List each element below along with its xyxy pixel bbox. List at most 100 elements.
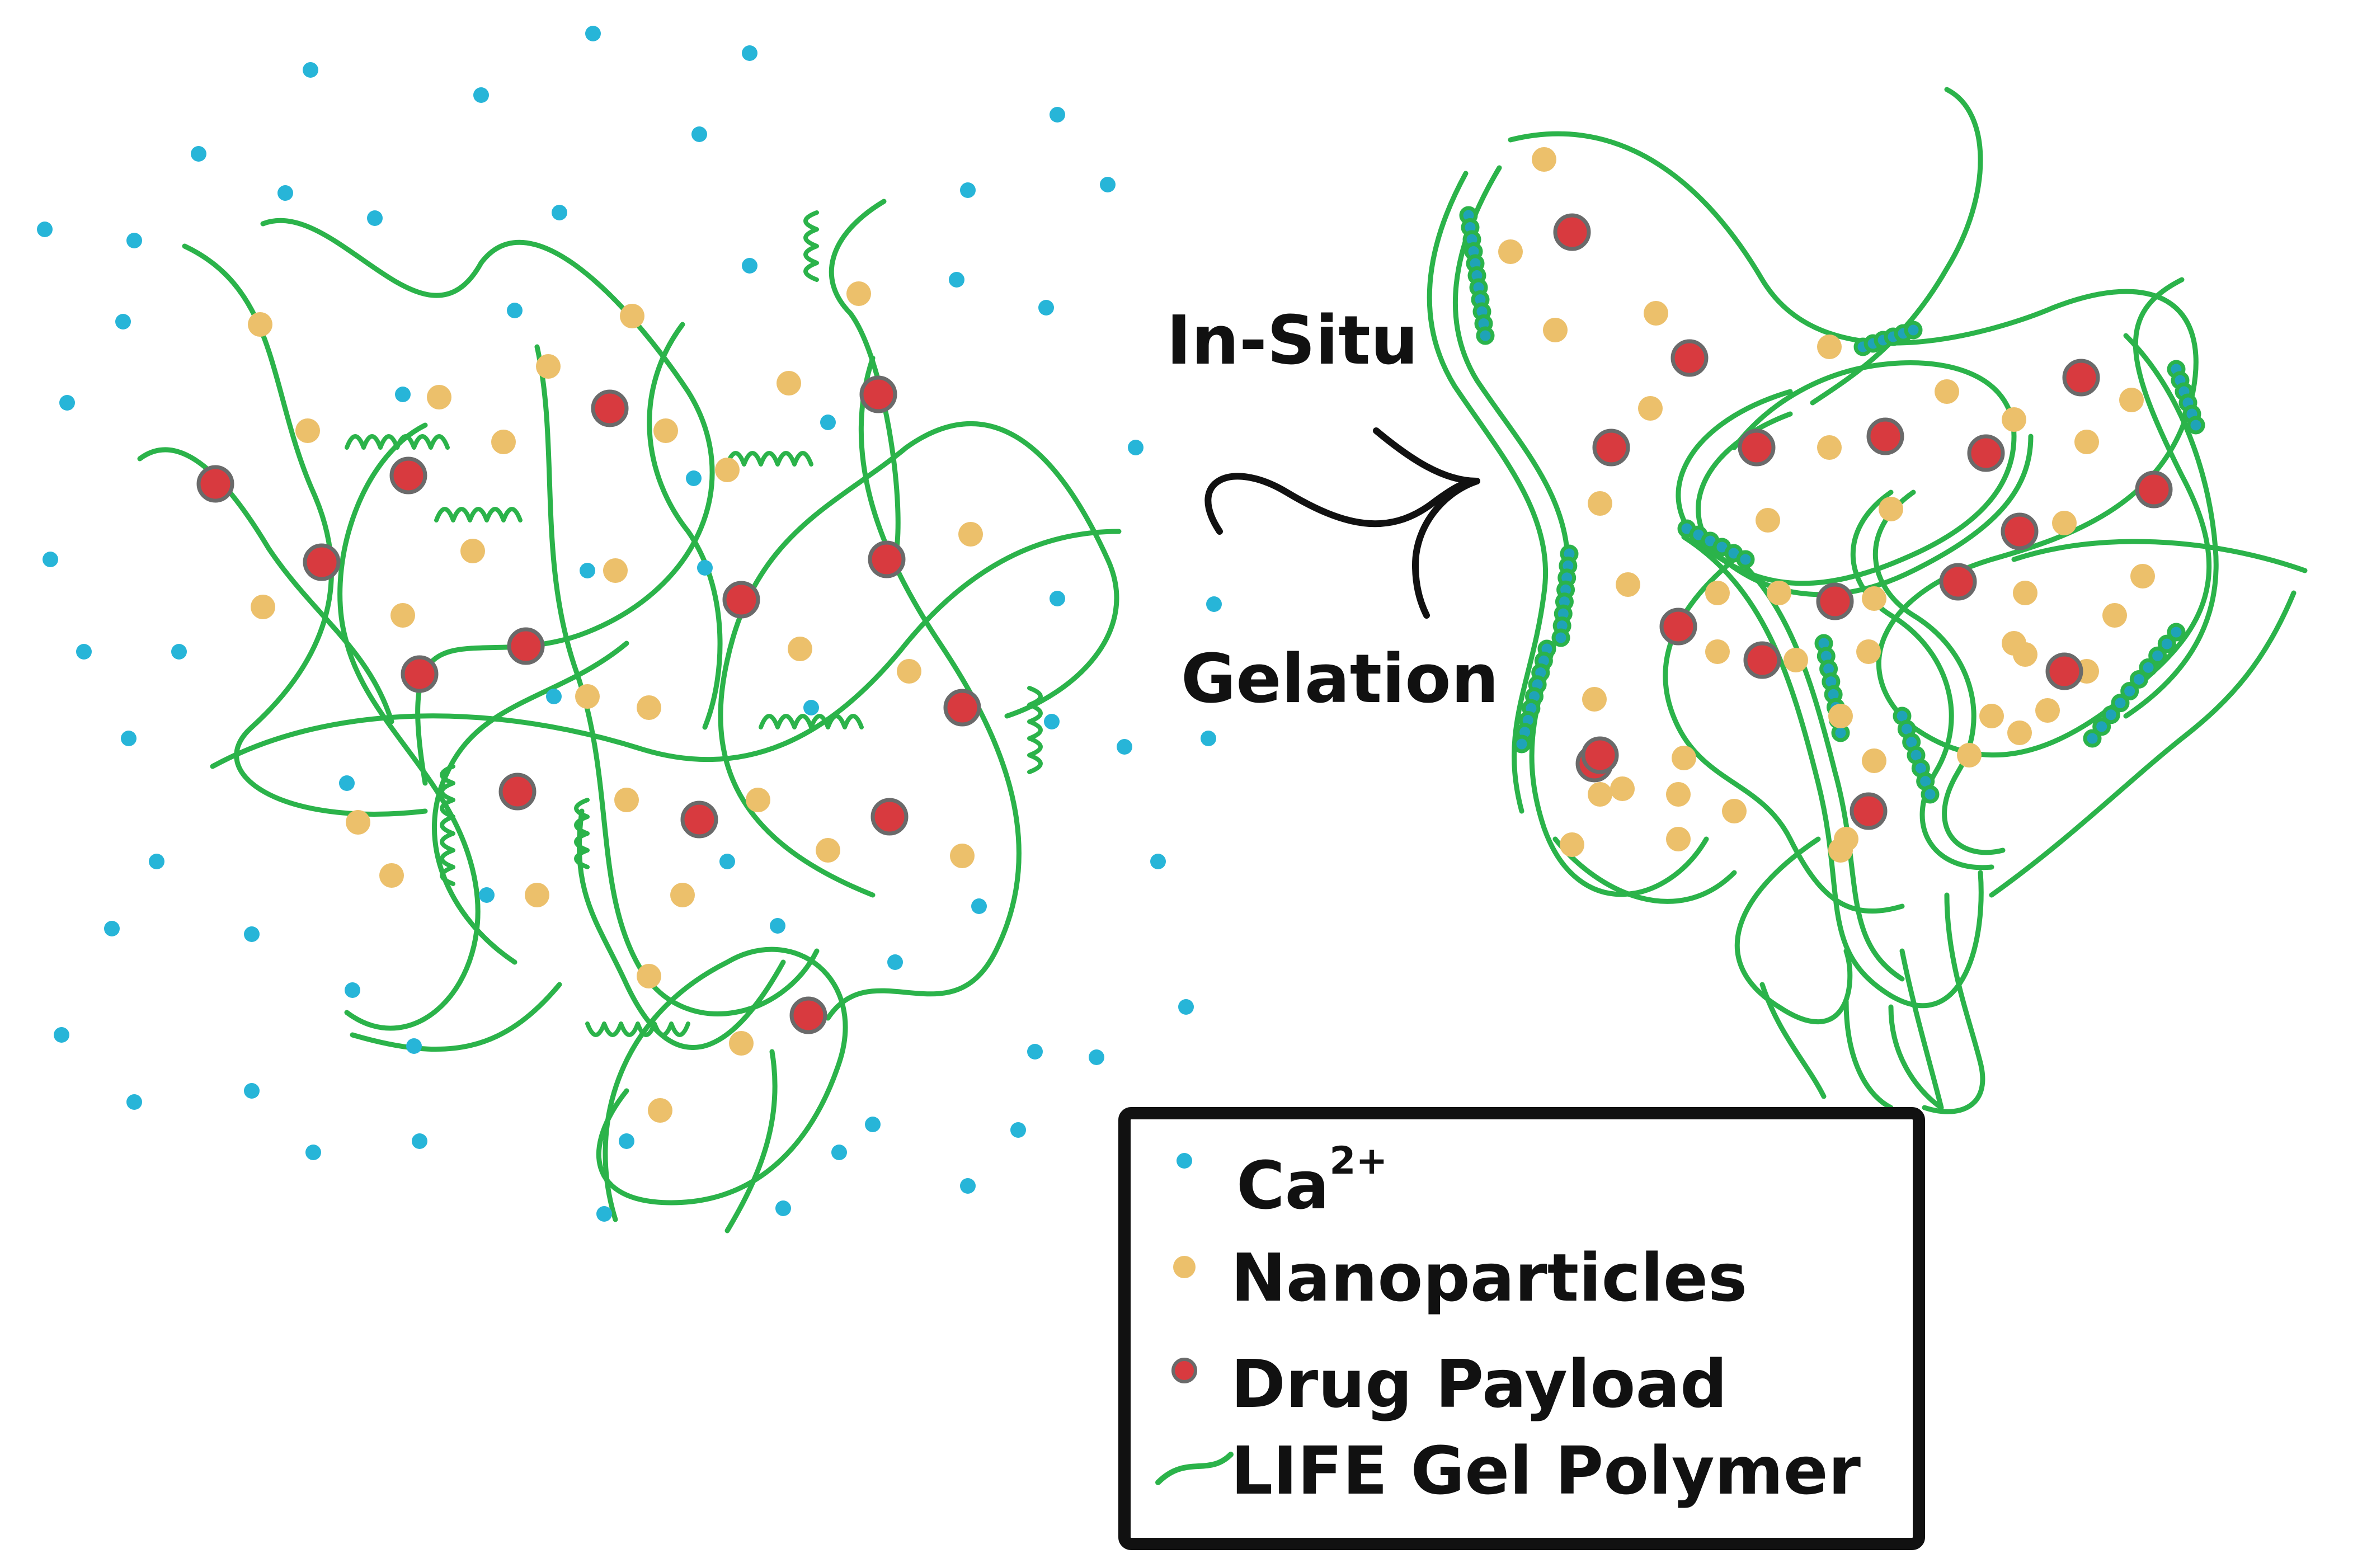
crosslink-bead	[2148, 646, 2167, 665]
calcium-ion	[339, 775, 355, 791]
nanoparticle	[1856, 639, 1881, 664]
nanoparticle	[788, 637, 812, 661]
calcium-ion	[742, 258, 757, 274]
calcium-ion	[1206, 596, 1222, 612]
nanoparticle	[2074, 430, 2099, 454]
nanoparticle	[1817, 435, 1842, 460]
nanoparticle	[1498, 239, 1523, 264]
crosslink-bead	[1476, 326, 1495, 345]
nanoparticle	[1767, 581, 1791, 605]
nanoparticle	[1672, 746, 1696, 770]
calcium-ion	[552, 205, 567, 220]
calcium-ion	[104, 921, 120, 936]
nanoparticle	[670, 883, 695, 907]
nanoparticle	[1879, 497, 1903, 521]
nanoparticle	[1610, 776, 1635, 801]
calcium-ion	[303, 62, 318, 78]
nanoparticle	[460, 539, 485, 563]
drug-payload	[789, 996, 827, 1034]
calcium-ion	[719, 854, 735, 869]
calcium-ion	[546, 689, 562, 704]
nanoparticle	[816, 838, 840, 863]
drug-payload	[303, 543, 341, 581]
calcium-ion	[1128, 440, 1143, 455]
drug-payload	[1581, 736, 1619, 774]
calcium-ions	[37, 26, 1222, 1222]
drug-payload	[196, 465, 234, 503]
nanoparticle	[897, 659, 921, 684]
calcium-ion	[775, 1200, 791, 1216]
drug-payload	[1866, 417, 1904, 455]
calcium-crosslink-junctions	[1459, 206, 2205, 804]
nanoparticle	[1862, 748, 1886, 773]
legend: Ca2+ Nanoparticles Drug Payload LIFE Gel…	[1118, 1107, 1925, 1550]
crosslink-bead	[2083, 729, 2102, 748]
calcium-ion	[971, 898, 987, 914]
drug-payload	[868, 540, 906, 578]
legend-calcium-label: Ca2+	[1236, 1139, 1388, 1224]
crosslink-bead	[1904, 321, 1923, 340]
nanoparticle	[746, 788, 770, 812]
crosslink-bead	[2167, 623, 2186, 642]
calcium-ion	[76, 644, 92, 660]
nanoparticle	[1560, 832, 1584, 857]
nanoparticle	[1705, 581, 1730, 605]
nanoparticle	[1532, 147, 1556, 172]
nanoparticle	[379, 863, 404, 888]
calcium-ion	[345, 982, 360, 998]
nanoparticle	[648, 1098, 672, 1123]
calcium-ion	[473, 87, 489, 103]
calcium-ion	[1044, 714, 1060, 729]
nanoparticle	[2052, 511, 2077, 535]
nanoparticle	[1705, 639, 1730, 664]
calcium-ion	[59, 395, 75, 411]
nanoparticle	[1588, 782, 1612, 807]
calcium-ion	[1117, 739, 1132, 755]
crosslink-bead	[2111, 694, 2130, 713]
calcium-ion	[149, 854, 164, 869]
drug-payload	[1967, 434, 2005, 472]
drug-payload	[722, 581, 760, 619]
calcium-ion	[596, 1206, 612, 1222]
drug-payload	[389, 456, 427, 495]
calcium-ion	[1100, 177, 1116, 192]
nanoparticle	[2007, 721, 2032, 745]
nanoparticle	[729, 1031, 754, 1056]
process-label-top: In-Situ	[1166, 302, 1418, 380]
drug-payload	[1592, 429, 1630, 467]
nanoparticle	[2013, 642, 2037, 667]
legend-nanoparticle-swatch	[1173, 1256, 1196, 1278]
nanoparticle	[1638, 396, 1663, 421]
nanoparticle	[614, 788, 639, 812]
drug-payload	[2045, 652, 2083, 690]
calcium-ion	[1089, 1049, 1104, 1065]
calcium-ion	[126, 233, 142, 248]
nanoparticle	[248, 312, 272, 337]
calcium-ion	[126, 1094, 142, 1110]
drug-payload	[859, 375, 897, 413]
nanoparticle	[427, 385, 451, 409]
calcium-ion	[585, 26, 601, 41]
nanoparticle	[1862, 586, 1886, 611]
legend-calcium-swatch	[1177, 1153, 1192, 1169]
calcium-ion	[121, 731, 137, 746]
nanoparticle	[1666, 782, 1691, 807]
nanoparticle	[525, 883, 549, 907]
drug-payload	[680, 801, 718, 839]
drug-payload	[1816, 582, 1854, 620]
drug-payload	[1743, 641, 1781, 679]
calcium-ion	[412, 1133, 427, 1149]
nanoparticle	[2035, 698, 2060, 723]
calcium-ion	[1027, 1044, 1043, 1060]
calcium-ion	[770, 918, 785, 934]
calcium-ion	[115, 314, 131, 329]
nanoparticle	[603, 558, 628, 583]
nanoparticle	[1817, 335, 1842, 359]
coiled-polymer-segments	[345, 210, 1043, 1037]
drug-payload	[498, 773, 537, 811]
nanoparticle	[2013, 581, 2037, 605]
nanoparticle	[2002, 407, 2026, 432]
calcium-ion	[507, 303, 523, 318]
calcium-ion	[820, 415, 836, 430]
legend-box	[1118, 1107, 1925, 1550]
